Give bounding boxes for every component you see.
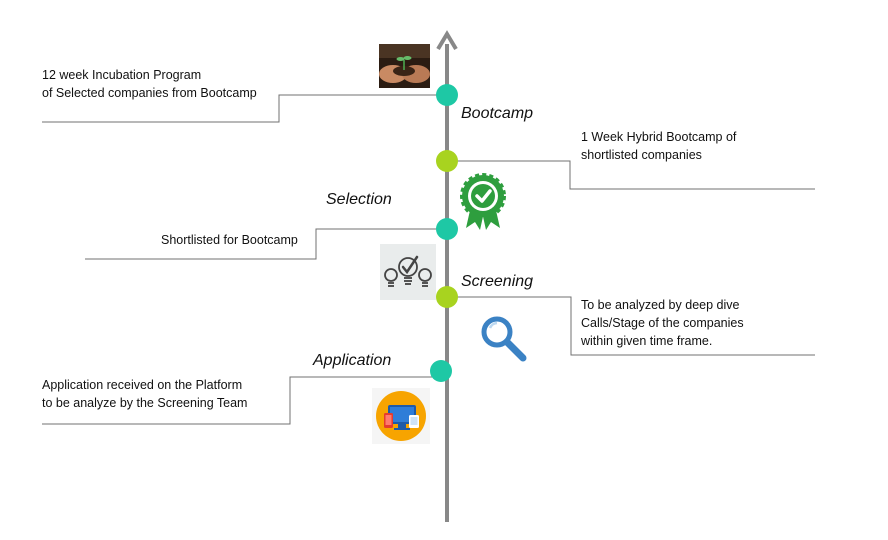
desc-hybrid-bootcamp: 1 Week Hybrid Bootcamp of shortlisted co… (581, 130, 737, 162)
desc-application-received: Application received on the Platform to … (42, 378, 248, 410)
connector-shortlisted (85, 228, 447, 260)
hybrid-bootcamp-dot (436, 150, 458, 172)
application-dot (430, 360, 452, 382)
stage-label-application: Application (313, 352, 392, 369)
award-badge-icon (457, 172, 509, 232)
timeline-arrow-head (436, 30, 458, 51)
stage-label-bootcamp: Bootcamp (461, 105, 534, 122)
seedling-hands-photo (379, 44, 430, 88)
screening-dot (436, 286, 458, 308)
desc-shortlisted: Shortlisted for Bootcamp (161, 233, 298, 247)
selection-dot (436, 218, 458, 240)
magnifier-icon (478, 314, 530, 364)
connector-incubation (42, 94, 447, 123)
connector-deep-dive (447, 296, 815, 356)
devices-app-icon (372, 388, 430, 444)
desc-incubation: 12 week Incubation Program of Selected c… (42, 68, 257, 100)
desc-deep-dive: To be analyzed by deep dive Calls/Stage … (581, 298, 744, 348)
stage-label-selection: Selection (326, 191, 392, 208)
connector-application (42, 376, 441, 425)
bootcamp-dot (436, 84, 458, 106)
stage-label-screening: Screening (461, 273, 534, 290)
lightbulbs-check-icon (380, 244, 436, 300)
connector-hybrid-bootcamp (447, 160, 815, 190)
